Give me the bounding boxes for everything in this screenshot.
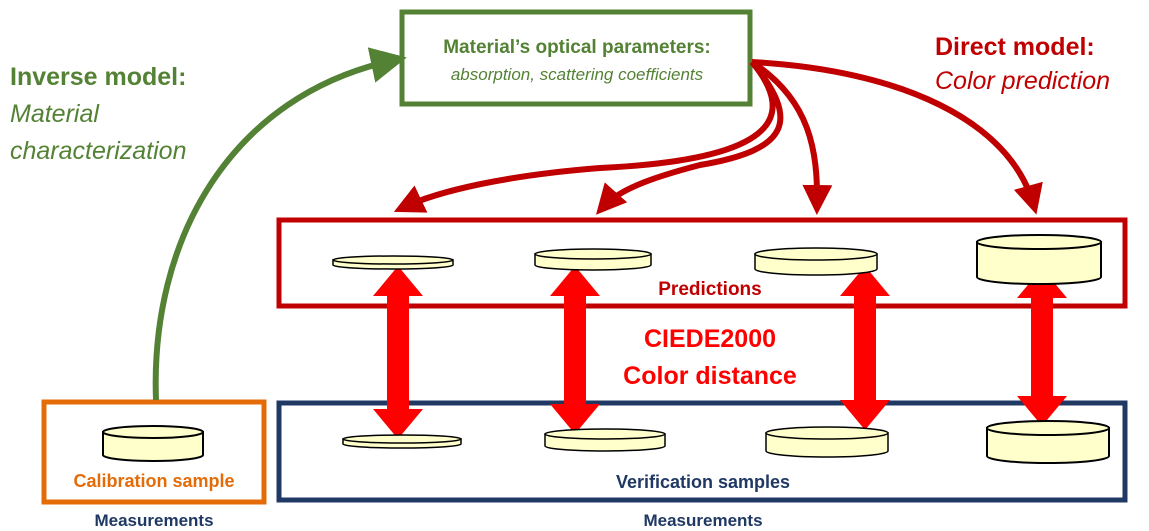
color-distance-metric: CIEDE2000: [643, 325, 777, 353]
color-distance-label: Color distance: [623, 362, 797, 390]
verification-sample-2: [544, 428, 666, 452]
direct-model-subtitle: Color prediction: [935, 67, 1111, 95]
predictions-label: Predictions: [658, 279, 762, 300]
distance-double-arrow-3: [840, 266, 890, 430]
prediction-sample-3: [754, 247, 878, 276]
inverse-model-title: Inverse model:: [10, 63, 187, 91]
verification-sample-4: [986, 420, 1110, 464]
direct-arrow-2: [596, 60, 784, 215]
calibration-sample: [102, 425, 204, 462]
distance-double-arrow-4: [1017, 268, 1067, 426]
direct-model-title: Direct model:: [935, 33, 1095, 61]
verification-sample-3: [765, 426, 889, 458]
verification-box: [276, 400, 1128, 503]
direct-arrow-1: [393, 60, 776, 213]
inverse-model-line2: characterization: [10, 137, 187, 165]
optical-parameters-title: Material’s optical parameters:: [443, 37, 711, 58]
measurements-right-label: Measurements: [643, 511, 763, 530]
distance-double-arrow-2: [550, 266, 600, 434]
inverse-model-arrow: [152, 47, 407, 401]
direct-arrow-3: [750, 59, 833, 215]
calibration-sample-label: Calibration sample: [73, 471, 235, 491]
measurements-left-label: Measurements: [94, 511, 214, 530]
direct-arrow-4: [751, 59, 1043, 215]
prediction-sample-4: [976, 234, 1102, 285]
prediction-sample-1: [332, 255, 454, 270]
verification-sample-1: [342, 434, 462, 449]
optical-parameters-subtitle: absorption, scattering coefficients: [450, 65, 704, 84]
prediction-sample-2: [534, 248, 652, 271]
inverse-model-line1: Material: [10, 100, 99, 128]
verification-samples-label: Verification samples: [615, 472, 791, 492]
distance-double-arrow-1: [373, 266, 423, 439]
